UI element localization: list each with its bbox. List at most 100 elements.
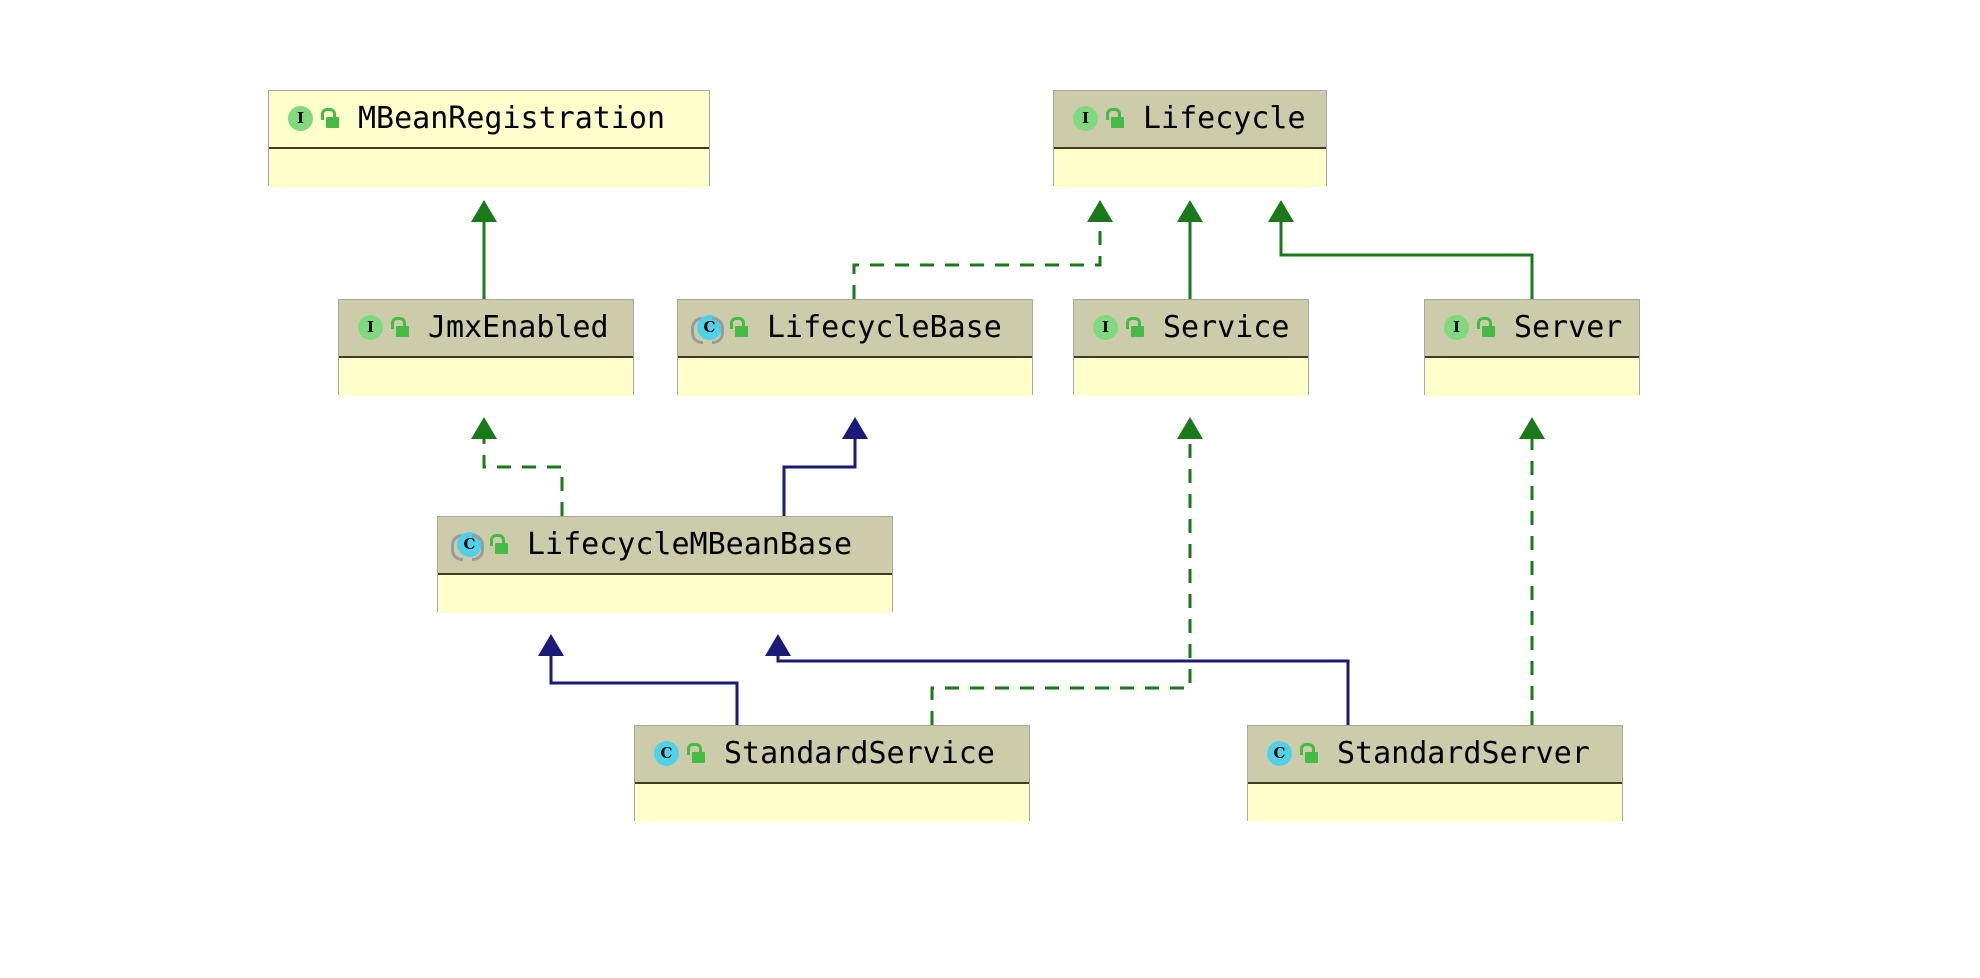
class-node-lifecycle[interactable]: I Lifecycle — [1053, 90, 1327, 187]
class-node-members-compartment — [269, 149, 709, 187]
padlock-body — [735, 326, 748, 337]
class-node-standardserver[interactable]: C StandardServer — [1247, 725, 1623, 822]
arrowhead-extends — [1268, 200, 1294, 222]
edge-line-implements — [482, 439, 564, 516]
stereotype-glyph: C — [1267, 741, 1292, 766]
edge-standardserver-to-lifecyclembeanbase — [765, 634, 1350, 725]
class-node-header: I Lifecycle — [1054, 91, 1326, 149]
class-node-header: C LifecycleBase — [678, 300, 1032, 358]
stereotype-glyph: I — [1073, 106, 1098, 131]
arrowhead-extends — [842, 417, 868, 439]
edge-standardserver-to-server — [1519, 417, 1545, 725]
edge-standardservice-to-service — [930, 417, 1203, 725]
padlock-shackle — [687, 743, 702, 755]
class-name-label: StandardService — [724, 736, 995, 771]
class-node-members-compartment — [339, 358, 633, 396]
class-name-label: LifecycleBase — [767, 310, 1002, 345]
padlock-body — [1482, 326, 1495, 337]
padlock-shackle — [1106, 108, 1121, 120]
open-padlock-icon — [320, 108, 340, 130]
padlock-body — [1111, 117, 1124, 128]
class-icon: C — [651, 741, 679, 767]
stereotype-glyph: I — [358, 315, 383, 340]
edge-standardservice-to-lifecyclembeanbase — [538, 634, 739, 725]
open-padlock-icon — [1476, 317, 1496, 339]
edge-lifecyclembeanbase-to-lifecyclebase — [782, 417, 868, 516]
padlock-shackle — [1300, 743, 1315, 755]
class-node-header: I Service — [1074, 300, 1308, 358]
padlock-shackle — [391, 317, 406, 329]
open-padlock-icon — [686, 743, 706, 765]
arrowhead-implements — [1087, 200, 1113, 222]
open-padlock-icon — [1105, 108, 1125, 130]
edge-jmxenabled-to-mbeanregistration — [471, 200, 497, 299]
edge-line-implements — [930, 439, 1192, 725]
class-name-label: JmxEnabled — [428, 310, 609, 345]
class-node-header: C StandardService — [635, 726, 1029, 784]
arrowhead-implements — [471, 417, 497, 439]
padlock-body — [495, 543, 508, 554]
interface-icon: I — [285, 106, 313, 132]
class-node-members-compartment — [438, 575, 892, 613]
class-node-jmxenabled[interactable]: I JmxEnabled — [338, 299, 634, 396]
edge-server-to-lifecycle — [1268, 200, 1534, 299]
class-node-members-compartment — [1074, 358, 1308, 396]
class-node-lifecyclebase[interactable]: C LifecycleBase — [677, 299, 1033, 396]
stereotype-glyph: C — [654, 741, 679, 766]
edge-line-implements — [852, 222, 1102, 299]
stereotype-glyph: C — [697, 315, 722, 340]
class-name-label: MBeanRegistration — [358, 101, 666, 136]
class-icon: C — [1264, 741, 1292, 767]
padlock-body — [326, 117, 339, 128]
abstract-class-icon: C — [451, 532, 484, 561]
open-padlock-icon — [390, 317, 410, 339]
class-node-members-compartment — [678, 358, 1032, 396]
stereotype-glyph: I — [288, 106, 313, 131]
class-node-header: C LifecycleMBeanBase — [438, 517, 892, 575]
interface-icon: I — [1441, 315, 1469, 341]
padlock-shackle — [730, 317, 745, 329]
padlock-body — [396, 326, 409, 337]
edge-lifecyclembeanbase-to-jmxenabled — [471, 417, 564, 516]
edge-line-extends — [1279, 222, 1534, 299]
class-name-label: Service — [1163, 310, 1290, 345]
padlock-body — [1131, 326, 1144, 337]
stereotype-glyph: C — [457, 532, 482, 557]
padlock-body — [692, 752, 705, 763]
class-node-members-compartment — [635, 784, 1029, 822]
arrowhead-extends — [765, 634, 791, 656]
class-node-service[interactable]: I Service — [1073, 299, 1309, 396]
class-node-header: I Server — [1425, 300, 1639, 358]
class-node-mbeanregistration[interactable]: I MBeanRegistration — [268, 90, 710, 187]
edge-line-extends — [776, 656, 1350, 725]
arrowhead-extends — [538, 634, 564, 656]
class-node-header: C StandardServer — [1248, 726, 1622, 784]
stereotype-glyph: I — [1093, 315, 1118, 340]
arrowhead-extends — [471, 200, 497, 222]
class-node-header: I JmxEnabled — [339, 300, 633, 358]
padlock-shackle — [1126, 317, 1141, 329]
open-padlock-icon — [489, 534, 509, 556]
arrowhead-implements — [1519, 417, 1545, 439]
edge-lifecyclebase-to-lifecycle — [852, 200, 1113, 299]
class-node-members-compartment — [1425, 358, 1639, 396]
edge-line-extends — [782, 439, 857, 516]
padlock-shackle — [490, 534, 505, 546]
interface-icon: I — [1090, 315, 1118, 341]
edge-service-to-lifecycle — [1177, 200, 1203, 299]
stereotype-glyph: I — [1444, 315, 1469, 340]
class-node-server[interactable]: I Server — [1424, 299, 1640, 396]
class-node-standardservice[interactable]: C StandardService — [634, 725, 1030, 822]
class-node-members-compartment — [1248, 784, 1622, 822]
class-name-label: LifecycleMBeanBase — [527, 527, 853, 562]
abstract-class-icon: C — [691, 315, 724, 344]
class-node-lifecyclembeanbase[interactable]: C LifecycleMBeanBase — [437, 516, 893, 613]
class-name-label: Server — [1514, 310, 1623, 345]
open-padlock-icon — [1125, 317, 1145, 339]
interface-icon: I — [355, 315, 383, 341]
class-name-label: Lifecycle — [1143, 101, 1306, 136]
class-name-label: StandardServer — [1337, 736, 1590, 771]
class-node-header: I MBeanRegistration — [269, 91, 709, 149]
arrowhead-implements — [1177, 417, 1203, 439]
